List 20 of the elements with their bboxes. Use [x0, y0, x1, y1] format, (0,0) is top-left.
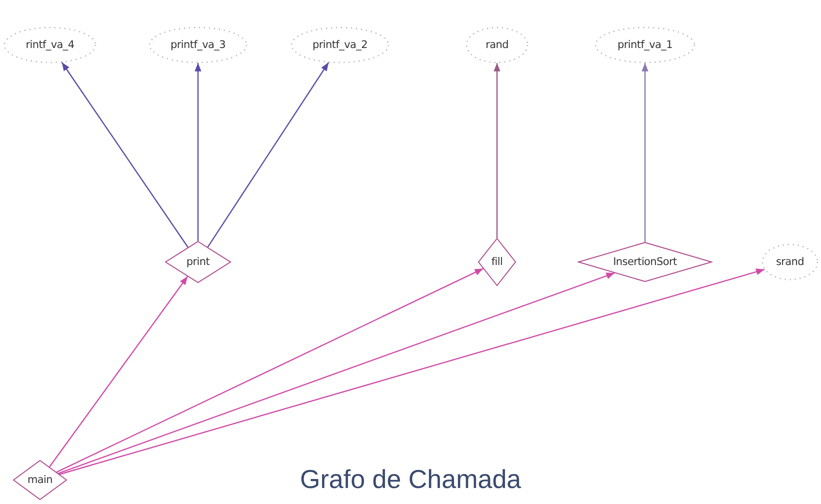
call-arrow [56, 268, 484, 473]
function-name: printf_va_2 [312, 39, 368, 51]
call-arrow [207, 62, 330, 248]
call-arrow [642, 63, 648, 242]
call-arrow [58, 272, 615, 474]
call-arrow [59, 268, 765, 475]
call-arrow [194, 63, 202, 241]
function-name: printf_va_3 [170, 39, 226, 51]
function-name: main [27, 474, 53, 486]
call-arrow [494, 63, 500, 238]
title: Grafo de Chamada [300, 464, 522, 495]
call-arrow [48, 276, 188, 468]
function-name: rand [486, 39, 508, 51]
function-name: InsertionSort [613, 256, 677, 268]
function-name: rintf_va_4 [26, 39, 74, 51]
call-arrow [61, 62, 188, 248]
function-name: print [186, 256, 210, 268]
function-name: printf_va_1 [618, 39, 672, 51]
function-name: fill [491, 256, 503, 268]
function-name: srand [776, 256, 804, 268]
